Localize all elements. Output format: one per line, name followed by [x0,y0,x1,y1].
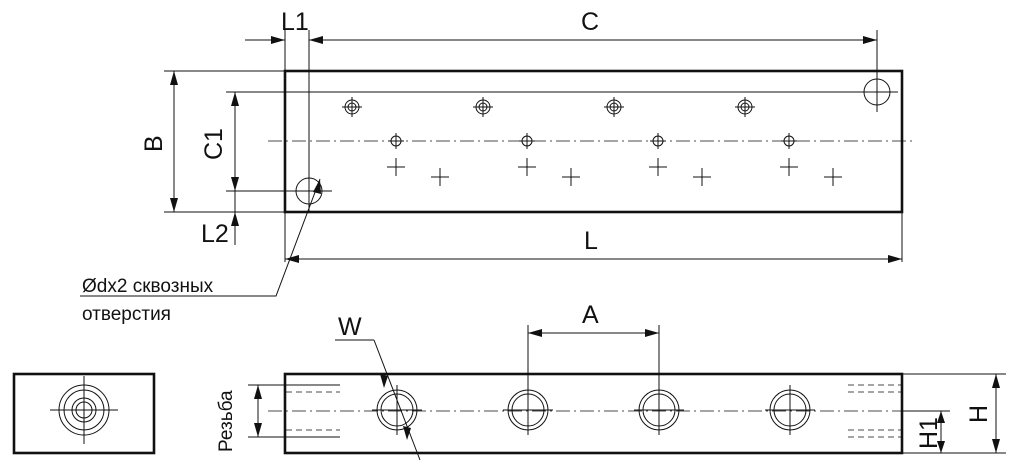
dim-w-leader [373,339,421,461]
front-port-row [372,385,815,435]
dim-label-l1: L1 [281,8,309,36]
callout-leader [80,178,321,297]
dim-label-thread: Резьба [216,390,237,452]
top-view-outline [283,69,904,214]
callout-line-1: Ødx2 сквозных [82,276,214,297]
dim-label-h1: H1 [915,417,943,449]
dim-label-c1: C1 [200,128,228,160]
top-view: L1 C B C1 L2 L Ødx2 сквозных отверстия [80,8,915,325]
end-view [12,372,156,455]
front-view: W A Резьба H1 H [216,301,1006,461]
dim-label-h: H [965,405,993,423]
center-port-row [388,133,797,149]
top-port-row [342,97,755,117]
callout-line-2: отверстия [82,304,171,325]
dim-label-l: L [584,227,598,255]
end-view-outline [12,372,156,455]
dim-label-l2: L2 [201,220,229,248]
dim-label-a: A [582,301,599,329]
dim-label-b: B [140,135,168,152]
center-marks [387,158,842,186]
dim-label-c: C [581,8,599,36]
dim-label-w: W [338,313,362,341]
front-view-outline [283,372,904,455]
